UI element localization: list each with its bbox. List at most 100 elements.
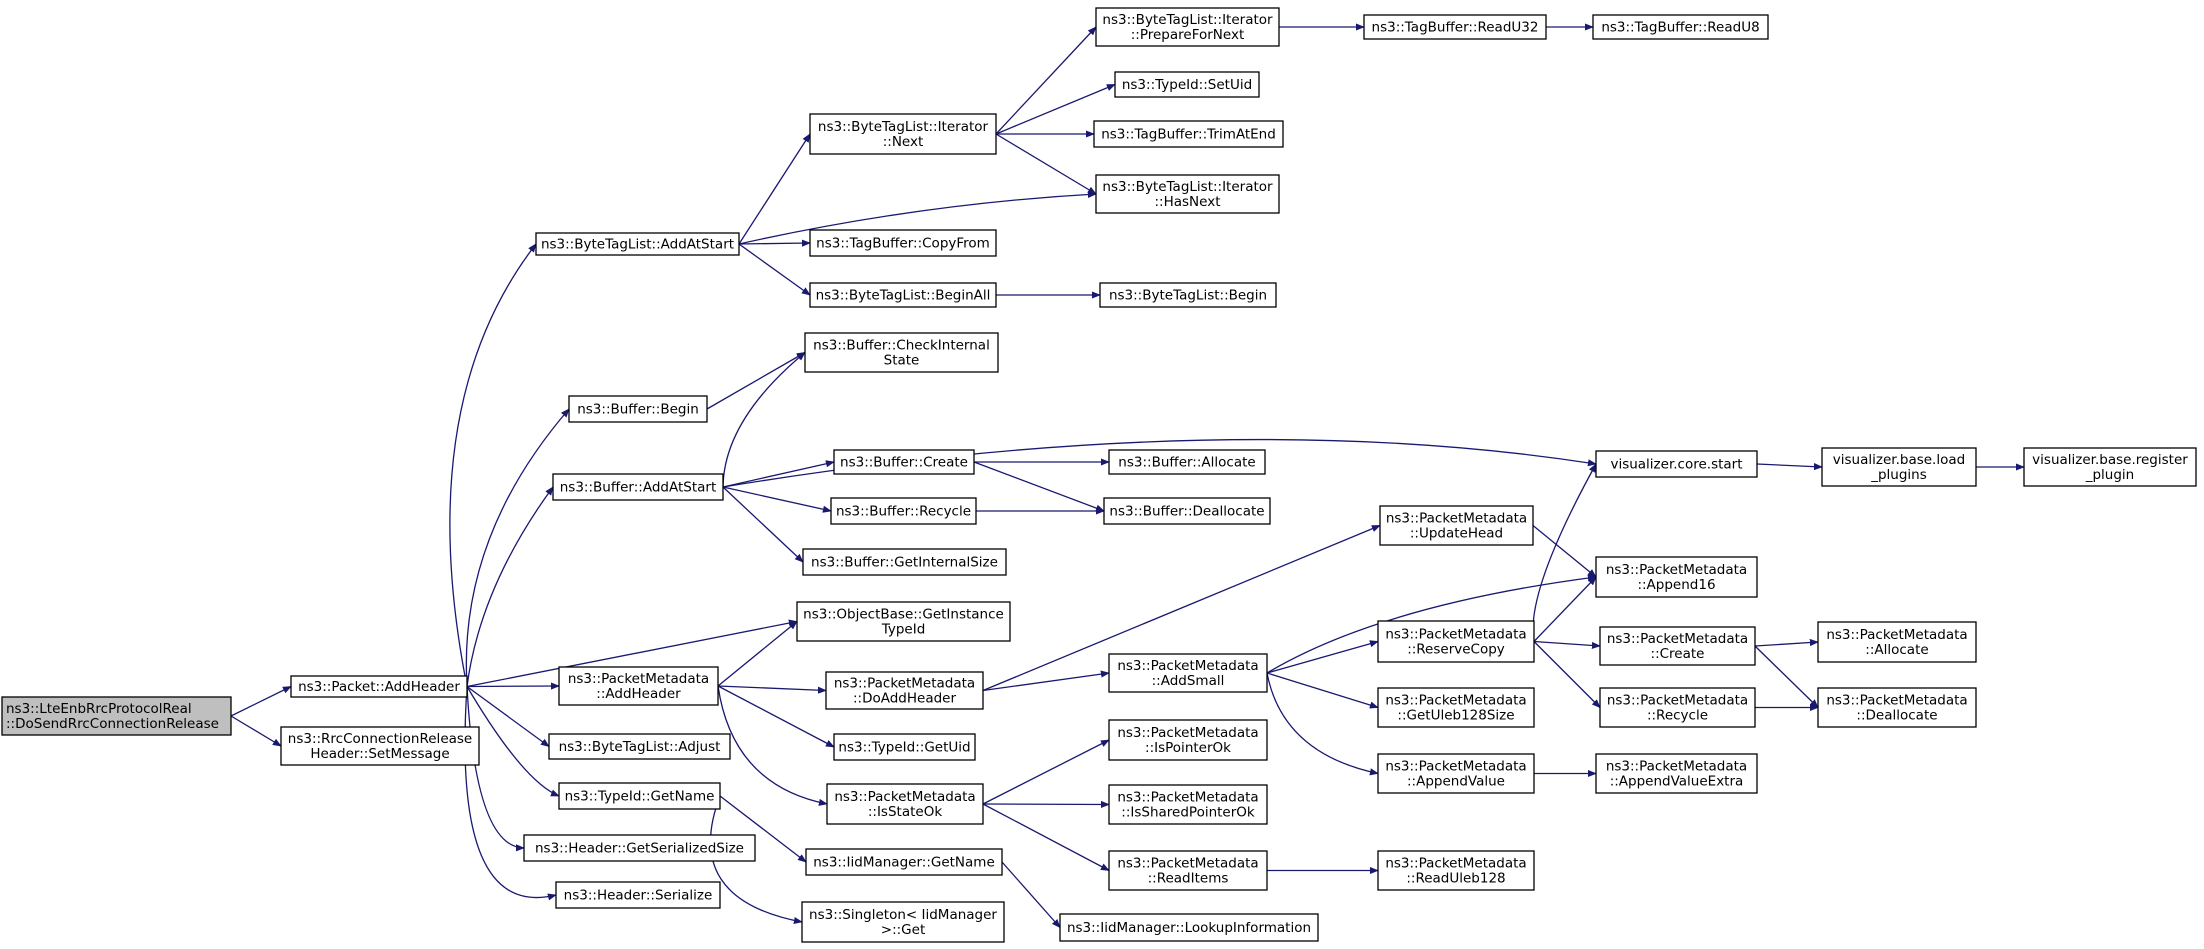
- edge-pm_reservecopy-to-pm_append16: [1533, 576, 1597, 642]
- edge-typeid_getname-to-iid_getname: [719, 795, 807, 863]
- node-btl_addatstart[interactable]: ns3::ByteTagList::AddAtStart: [535, 232, 740, 256]
- node-label-line: ::IsStateOk: [868, 804, 942, 820]
- node-box: [1108, 719, 1268, 761]
- node-setmessage[interactable]: ns3::RrcConnectionReleaseHeader::SetMess…: [280, 726, 480, 766]
- node-pm_reservecopy[interactable]: ns3::PacketMetadata::ReserveCopy: [1377, 620, 1535, 663]
- node-box: [558, 666, 719, 706]
- node-label-line: ns3::Buffer::Begin: [577, 402, 699, 418]
- node-buf_allocate[interactable]: ns3::Buffer::Allocate: [1108, 449, 1266, 475]
- node-label-line: ns3::Buffer::Deallocate: [1109, 504, 1264, 520]
- node-box: [568, 395, 708, 423]
- node-pm_readuleb128[interactable]: ns3::PacketMetadata::ReadUleb128: [1377, 850, 1535, 891]
- node-label-line: ns3::LteEnbRrcProtocolReal: [6, 701, 192, 717]
- node-label-line: ::Append16: [1637, 577, 1715, 593]
- node-label-line: ::ReadItems: [1148, 871, 1229, 887]
- node-buf_recycle[interactable]: ns3::Buffer::Recycle: [830, 497, 977, 525]
- node-box: [804, 332, 999, 373]
- node-label-line: ns3::ByteTagList::AddAtStart: [541, 237, 734, 253]
- node-it_next[interactable]: ns3::ByteTagList::Iterator::Next: [809, 113, 997, 155]
- node-tb_copyfrom[interactable]: ns3::TagBuffer::CopyFrom: [809, 229, 997, 257]
- node-pm_updatehead[interactable]: ns3::PacketMetadata::UpdateHead: [1379, 505, 1534, 546]
- node-pm_append16[interactable]: ns3::PacketMetadata::Append16: [1595, 556, 1758, 598]
- node-box: [1108, 449, 1266, 475]
- node-vis_register_plugin[interactable]: visualizer.base.register_plugin: [2023, 447, 2197, 487]
- node-label-line: ns3::ByteTagList::Iterator: [1102, 179, 1273, 195]
- node-pm_doaddheader[interactable]: ns3::PacketMetadata::DoAddHeader: [825, 671, 984, 710]
- node-pm_issharedpointerok[interactable]: ns3::PacketMetadata::IsSharedPointerOk: [1108, 784, 1268, 825]
- edge-pm_reservecopy-to-pm_recycle: [1533, 641, 1601, 709]
- node-buf_getinternalsize[interactable]: ns3::Buffer::GetInternalSize: [802, 548, 1007, 576]
- node-pm_create[interactable]: ns3::PacketMetadata::Create: [1599, 626, 1756, 666]
- node-vis_load_plugins[interactable]: visualizer.base.load_plugins: [1821, 447, 1977, 487]
- node-typeid_getuid[interactable]: ns3::TypeId::GetUid: [833, 733, 976, 761]
- node-hdr_getsersize[interactable]: ns3::Header::GetSerializedSize: [523, 834, 756, 862]
- node-buf_addatstart[interactable]: ns3::Buffer::AddAtStart: [552, 473, 724, 501]
- node-box: [796, 601, 1011, 642]
- node-buf_deallocate[interactable]: ns3::Buffer::Deallocate: [1103, 497, 1271, 525]
- node-pm_allocate[interactable]: ns3::PacketMetadata::Allocate: [1817, 621, 1977, 663]
- edge-buf_addatstart-to-buf_recycle: [722, 486, 832, 513]
- node-pm_isstateok[interactable]: ns3::PacketMetadata::IsStateOk: [826, 783, 984, 825]
- node-box: [1379, 505, 1534, 546]
- node-buf_create[interactable]: ns3::Buffer::Create: [833, 449, 975, 475]
- node-iid_lookupinfo[interactable]: ns3::IidManager::LookupInformation: [1059, 913, 1319, 942]
- node-pm_getuleb128size[interactable]: ns3::PacketMetadata::GetUleb128Size: [1377, 687, 1535, 728]
- node-label-line: ns3::PacketMetadata: [834, 789, 975, 805]
- node-tb_readu8[interactable]: ns3::TagBuffer::ReadU8: [1592, 14, 1769, 40]
- node-singleton_get[interactable]: ns3::Singleton< IidManager>::Get: [801, 901, 1005, 943]
- node-label-line: ::AppendValueExtra: [1610, 774, 1744, 790]
- node-it_hasnext[interactable]: ns3::ByteTagList::Iterator::HasNext: [1095, 174, 1280, 214]
- node-label-line: ns3::TagBuffer::ReadU32: [1372, 20, 1539, 36]
- node-it_preparefornext[interactable]: ns3::ByteTagList::Iterator::PrepareForNe…: [1095, 7, 1280, 47]
- node-pm_readitems[interactable]: ns3::PacketMetadata::ReadItems: [1108, 850, 1268, 891]
- edge-it_next-to-typeid_setuid: [995, 83, 1116, 135]
- edge-root-to-setmessage: [230, 715, 282, 747]
- node-box: [1377, 620, 1535, 663]
- node-label-line: ns3::PacketMetadata: [834, 676, 975, 692]
- node-box: [826, 783, 984, 825]
- edge-buf_create-to-buf_deallocate: [973, 461, 1105, 512]
- node-tb_readu32[interactable]: ns3::TagBuffer::ReadU32: [1363, 14, 1547, 40]
- node-pm_appendvalue[interactable]: ns3::PacketMetadata::AppendValue: [1377, 753, 1535, 794]
- node-buf_begin[interactable]: ns3::Buffer::Begin: [568, 395, 708, 423]
- node-box: [1595, 753, 1758, 794]
- node-label-line: _plugin: [2085, 467, 2135, 483]
- node-label-line: ::PrepareForNext: [1131, 27, 1245, 43]
- node-typeid_setuid[interactable]: ns3::TypeId::SetUid: [1114, 71, 1260, 98]
- node-label-line: ns3::PacketMetadata: [1117, 790, 1258, 806]
- node-pm_ispointerok[interactable]: ns3::PacketMetadata::IsPointerOk: [1108, 719, 1268, 761]
- node-label-line: ns3::TypeId::SetUid: [1122, 77, 1252, 93]
- node-box: [1095, 7, 1280, 47]
- node-btl_adjust[interactable]: ns3::ByteTagList::Adjust: [548, 733, 731, 760]
- node-label-line: ::Create: [1651, 646, 1705, 662]
- node-pm_appendvalueextra[interactable]: ns3::PacketMetadata::AppendValueExtra: [1595, 753, 1758, 794]
- node-iid_getname[interactable]: ns3::IidManager::GetName: [805, 848, 1003, 876]
- edge-addheader-to-pm_addheader: [466, 682, 560, 690]
- node-btl_beginall[interactable]: ns3::ByteTagList::BeginAll: [809, 282, 997, 308]
- node-typeid_getname[interactable]: ns3::TypeId::GetName: [558, 782, 721, 810]
- edge-it_next-to-it_hasnext: [995, 133, 1097, 195]
- node-tb_trimatend[interactable]: ns3::TagBuffer::TrimAtEnd: [1093, 120, 1284, 148]
- node-box: [2023, 447, 2197, 487]
- node-pm_recycle[interactable]: ns3::PacketMetadata::Recycle: [1599, 687, 1756, 728]
- node-root[interactable]: ns3::LteEnbRrcProtocolReal::DoSendRrcCon…: [1, 696, 232, 736]
- node-box: [825, 671, 984, 710]
- node-vis_core_start[interactable]: visualizer.core.start: [1595, 450, 1758, 478]
- edge-pm_create-to-pm_allocate: [1754, 638, 1819, 647]
- node-pm_addheader[interactable]: ns3::PacketMetadata::AddHeader: [558, 666, 719, 706]
- node-label-line: ns3::IidManager::GetName: [813, 855, 995, 871]
- node-box: [1817, 621, 1977, 663]
- node-pm_addsmall[interactable]: ns3::PacketMetadata::AddSmall: [1108, 653, 1268, 693]
- node-box: [809, 113, 997, 155]
- node-pm_deallocate[interactable]: ns3::PacketMetadata::Deallocate: [1817, 687, 1977, 728]
- node-addheader[interactable]: ns3::Packet::AddHeader: [290, 675, 468, 698]
- edge-addheader-to-buf_begin: [465, 408, 570, 687]
- edge-buf_addatstart-to-buf_getinternalsize: [722, 486, 804, 563]
- node-label-line: visualizer.base.load: [1833, 452, 1965, 468]
- node-btl_begin[interactable]: ns3::ByteTagList::Begin: [1099, 282, 1277, 308]
- node-hdr_serialize[interactable]: ns3::Header::Serialize: [555, 881, 721, 909]
- edge-addheader-to-buf_addatstart: [466, 486, 554, 687]
- node-box: [1108, 653, 1268, 693]
